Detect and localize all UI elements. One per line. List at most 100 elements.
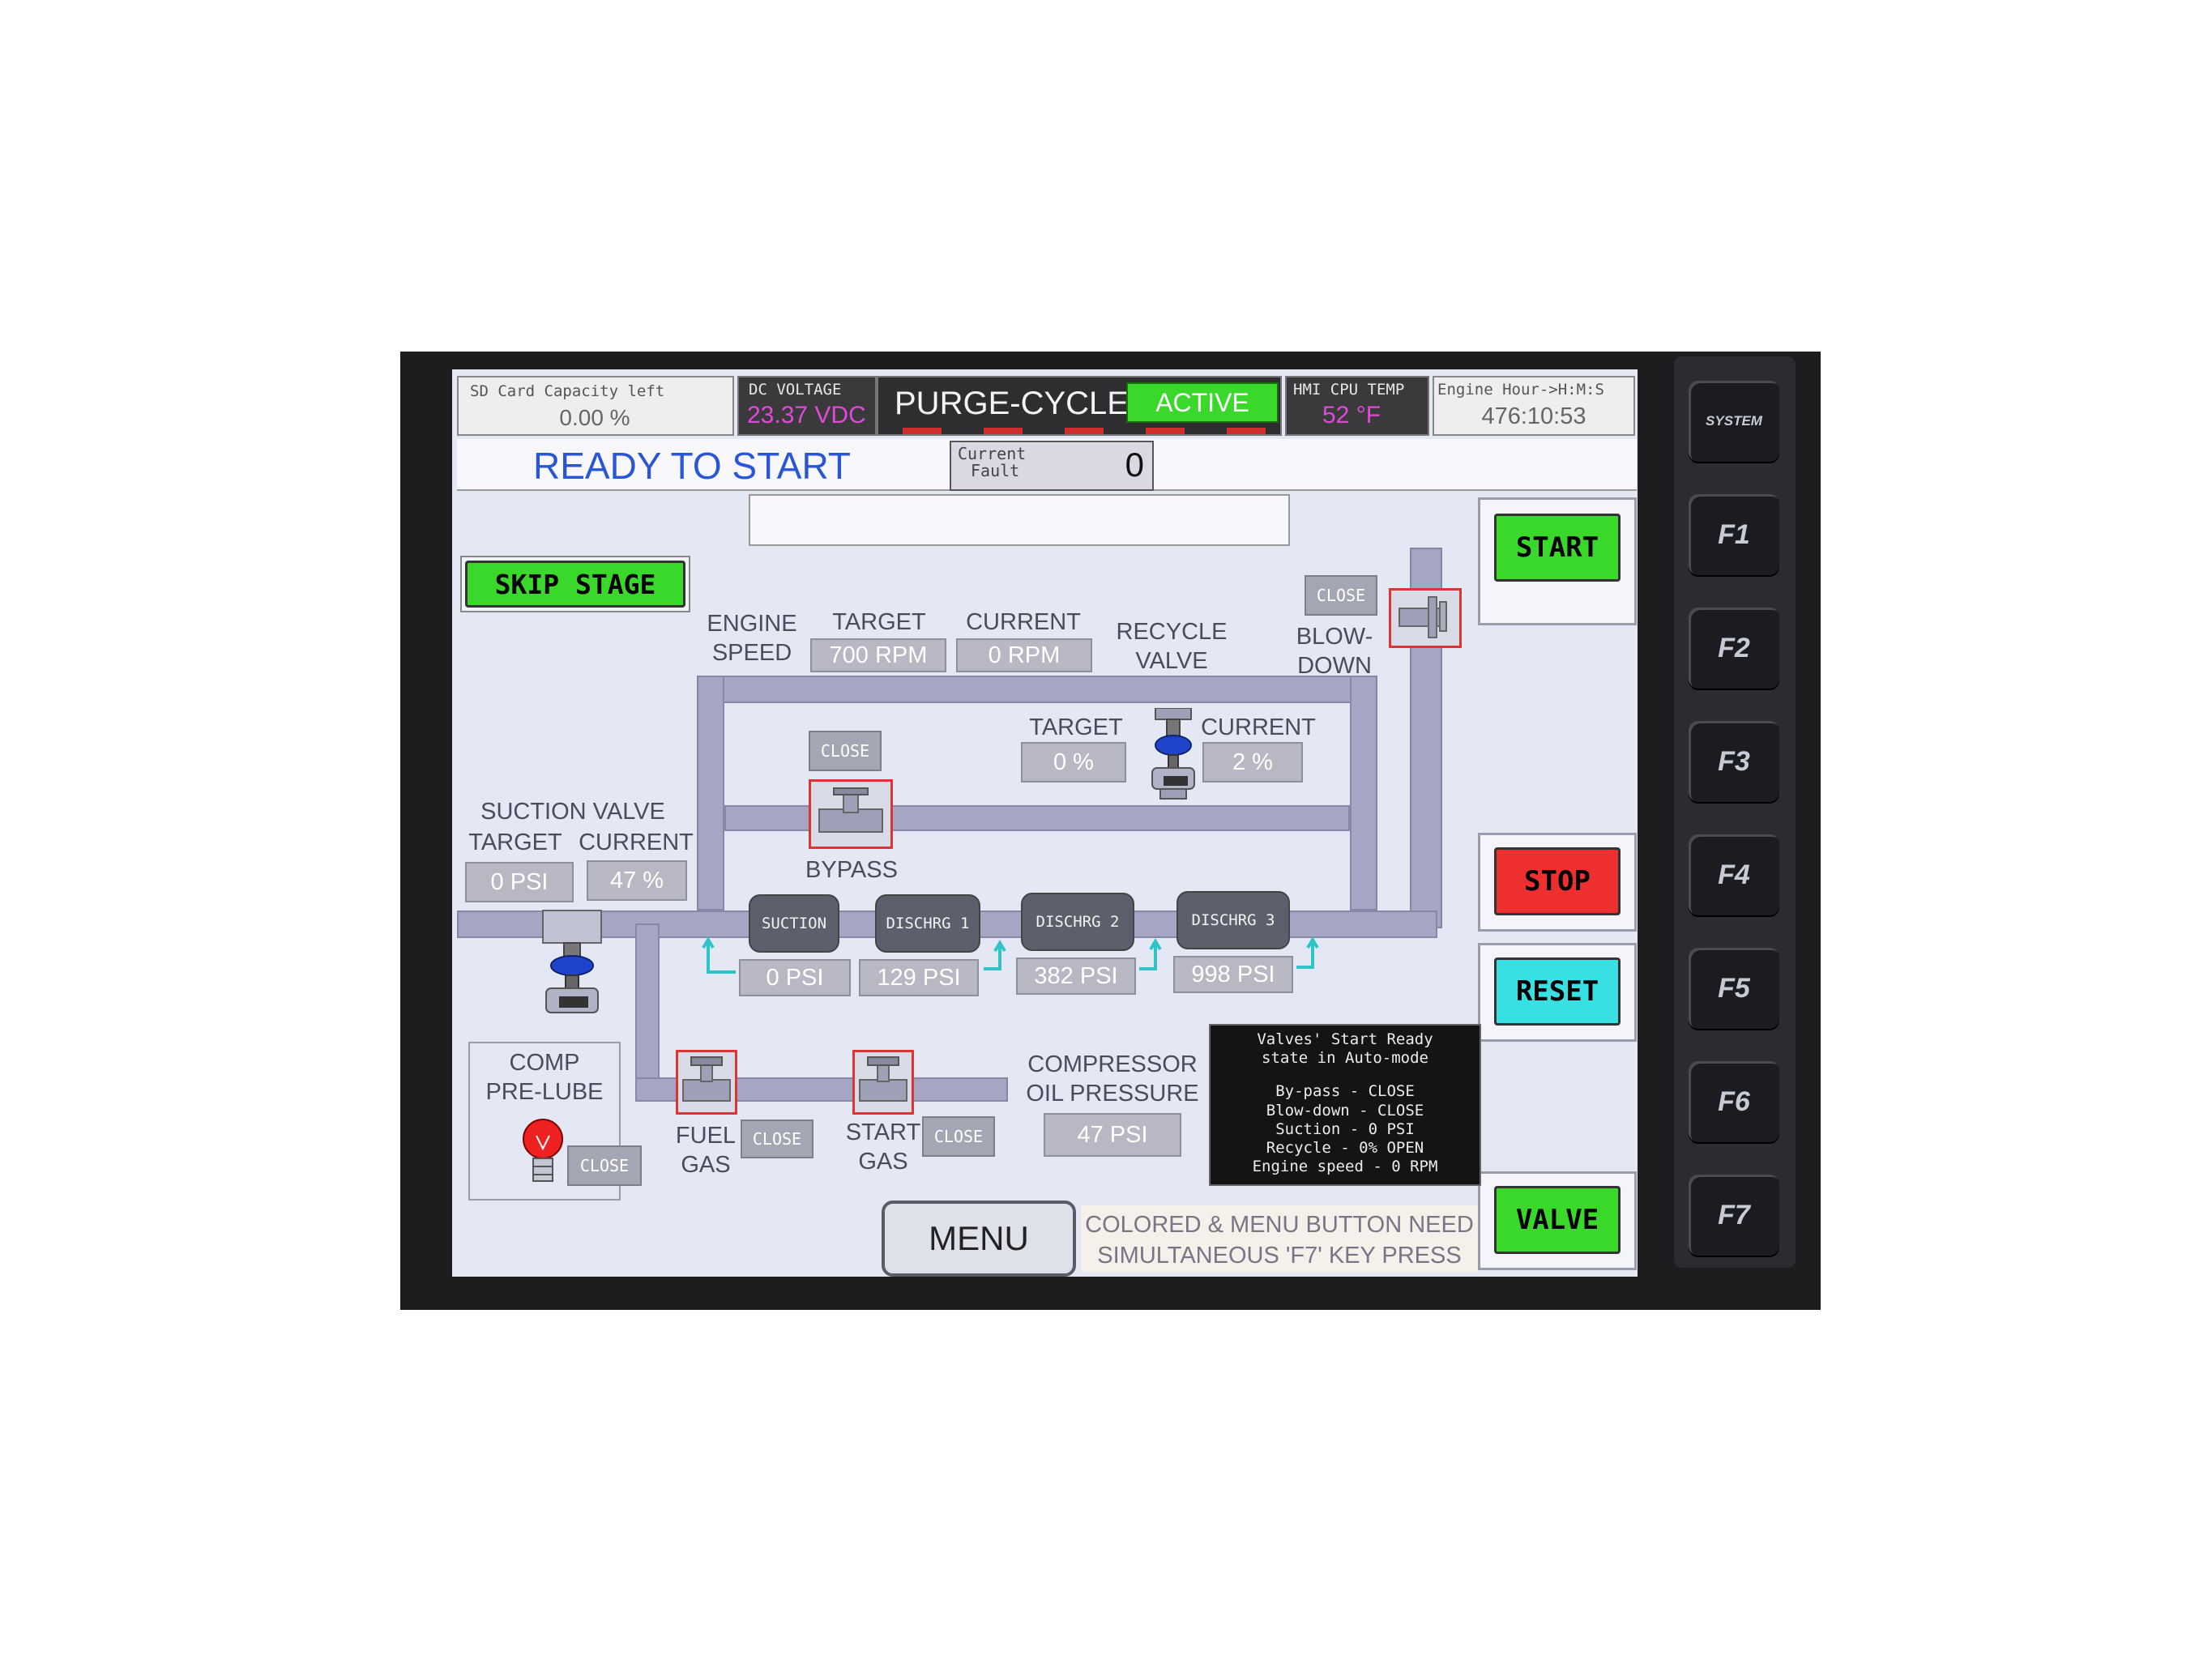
recycle-pipe-top xyxy=(697,676,1377,703)
suction-valve-actuator[interactable] xyxy=(540,904,604,1026)
sd-card-panel: SD Card Capacity left 0.00 % xyxy=(457,376,734,436)
mode-panel: PURGE-CYCLE ACTIVE xyxy=(877,376,1282,436)
oil-pressure-label: COMPRESSOR OIL PRESSURE xyxy=(1019,1050,1206,1109)
prelube-panel: COMP PRE-LUBE xyxy=(468,1042,621,1201)
fuel-gas-valve-icon xyxy=(682,1056,731,1102)
note-line1: COLORED & MENU BUTTON NEED xyxy=(1085,1212,1474,1238)
prelube-close-button[interactable]: CLOSE xyxy=(567,1145,642,1186)
flow-arrow-icon xyxy=(1306,936,1319,949)
fuel-gas-close-button[interactable]: CLOSE xyxy=(741,1120,813,1158)
prelube-label-line1: COMP xyxy=(509,1050,580,1076)
info-spacer xyxy=(1211,1068,1480,1082)
discharge-stage-1: DISCHRG 1 xyxy=(875,894,980,953)
engine-speed-label-line2: SPEED xyxy=(711,640,792,667)
menu-button[interactable]: MENU xyxy=(882,1201,1076,1277)
info-line: Engine speed - 0 RPM xyxy=(1252,1158,1438,1176)
flow-arrow-icon xyxy=(993,940,1006,953)
oil-pressure-value: 47 PSI xyxy=(1044,1113,1181,1157)
discharge-stage-3: DISCHRG 3 xyxy=(1176,891,1290,949)
hmi-screen: SD Card Capacity left 0.00 % DC VOLTAGE … xyxy=(452,369,1638,1277)
start-button[interactable]: START xyxy=(1494,514,1621,582)
suction-target-label: TARGET xyxy=(468,830,562,855)
blowdown-valve-icon xyxy=(1399,596,1447,638)
recycle-pipe-right xyxy=(1350,676,1377,911)
f7-note: COLORED & MENU BUTTON NEED SIMULTANEOUS … xyxy=(1081,1205,1478,1272)
skip-stage-button[interactable]: SKIP STAGE xyxy=(465,561,685,608)
bypass-label: BYPASS xyxy=(805,857,898,883)
machine-status-text: READY TO START xyxy=(533,445,851,487)
oil-pressure-label-line2: OIL PRESSURE xyxy=(1026,1081,1199,1107)
valve-start-info-panel: Valves' Start Ready state in Auto-mode B… xyxy=(1209,1024,1481,1186)
info-title-line2: state in Auto-mode xyxy=(1262,1049,1428,1068)
info-title-line1: Valves' Start Ready xyxy=(1257,1030,1433,1048)
fuel-gas-valve[interactable] xyxy=(676,1050,737,1115)
blowdown-close-button[interactable]: CLOSE xyxy=(1305,575,1377,616)
oil-pressure-label-line1: COMPRESSOR xyxy=(1027,1051,1198,1077)
engine-current-label: CURRENT xyxy=(966,609,1081,635)
actuator-icon xyxy=(542,910,602,1013)
suction-current-value: 47 % xyxy=(587,860,687,901)
flow-arrows xyxy=(702,936,1319,974)
mode-status-badge: ACTIVE xyxy=(1126,382,1279,423)
recycle-target-value[interactable]: 0 % xyxy=(1021,742,1126,783)
fault-value: 0 xyxy=(1125,446,1144,484)
flow-arrow-icon xyxy=(984,943,1001,970)
engine-hour-label: Engine Hour->H:M:S xyxy=(1437,381,1604,399)
f1-key[interactable]: F1 xyxy=(1689,494,1779,575)
bypass-close-button[interactable]: CLOSE xyxy=(809,731,882,771)
recycle-target-label: TARGET xyxy=(1029,714,1123,740)
reset-button[interactable]: RESET xyxy=(1494,957,1621,1026)
recycle-pipe-left xyxy=(697,676,724,911)
suction-valve-label: SUCTION VALVE xyxy=(480,799,665,825)
fault-label: Current Fault xyxy=(958,446,1026,480)
fault-label-line1: Current xyxy=(958,444,1027,463)
f2-key[interactable]: F2 xyxy=(1689,608,1779,689)
discharge-stage-2: DISCHRG 2 xyxy=(1021,893,1134,951)
valve-button[interactable]: VALVE xyxy=(1494,1186,1621,1254)
blowdown-label: BLOW- DOWN xyxy=(1290,622,1379,681)
mode-title: PURGE-CYCLE xyxy=(895,386,1129,421)
start-gas-valve[interactable] xyxy=(852,1050,914,1115)
fuel-gas-label-line1: FUEL xyxy=(675,1123,737,1149)
recycle-valve-label: RECYCLE VALVE xyxy=(1107,617,1236,676)
engine-speed-label: ENGINE SPEED xyxy=(695,609,809,668)
flow-arrow-icon xyxy=(1149,938,1162,951)
cpu-temp-value: 52 °F xyxy=(1322,402,1381,429)
system-key[interactable]: SYSTEM xyxy=(1689,381,1779,462)
info-line: Recycle - 0% OPEN xyxy=(1266,1138,1424,1157)
f3-key[interactable]: F3 xyxy=(1689,721,1779,802)
f7-key[interactable]: F7 xyxy=(1689,1175,1779,1256)
start-gas-label: START GAS xyxy=(843,1118,924,1177)
suction-current-label: CURRENT xyxy=(579,830,694,855)
suction-target-value[interactable]: 0 PSI xyxy=(465,862,574,902)
actuator-icon xyxy=(1151,707,1195,800)
f6-key[interactable]: F6 xyxy=(1689,1061,1779,1142)
engine-target-value[interactable]: 700 RPM xyxy=(810,638,946,672)
recycle-valve-actuator[interactable] xyxy=(1149,707,1198,804)
f4-key[interactable]: F4 xyxy=(1689,834,1779,915)
suction-pressure-value: 0 PSI xyxy=(739,959,851,996)
engine-hour-panel: Engine Hour->H:M:S 476:10:53 xyxy=(1433,376,1635,436)
dc-voltage-panel: DC VOLTAGE 23.37 VDC xyxy=(737,376,877,436)
blowdown-label-line2: DOWN xyxy=(1297,653,1372,680)
prelube-label-line2: PRE-LUBE xyxy=(485,1079,604,1106)
status-marker xyxy=(1227,428,1266,434)
start-gas-valve-icon xyxy=(859,1056,907,1102)
stop-button[interactable]: STOP xyxy=(1494,847,1621,915)
start-gas-close-button[interactable]: CLOSE xyxy=(922,1116,995,1157)
f5-key[interactable]: F5 xyxy=(1689,948,1779,1029)
lamp-icon xyxy=(523,1119,563,1182)
fuel-gas-label: FUEL GAS xyxy=(671,1121,741,1180)
flow-arrow-icon xyxy=(707,940,736,974)
recycle-valve-label-line1: RECYCLE xyxy=(1116,619,1228,645)
recycle-valve-label-line2: VALVE xyxy=(1135,648,1208,675)
bypass-valve[interactable] xyxy=(809,779,893,849)
engine-hour-value: 476:10:53 xyxy=(1481,403,1586,429)
dc-voltage-label: DC VOLTAGE xyxy=(749,381,842,399)
flow-arrow-icon xyxy=(1139,941,1157,970)
fault-label-line2: Fault xyxy=(971,461,1020,480)
blowdown-valve[interactable] xyxy=(1389,588,1462,648)
status-marker xyxy=(984,428,1023,434)
start-gas-label-line2: GAS xyxy=(858,1149,908,1175)
message-display xyxy=(749,494,1290,546)
